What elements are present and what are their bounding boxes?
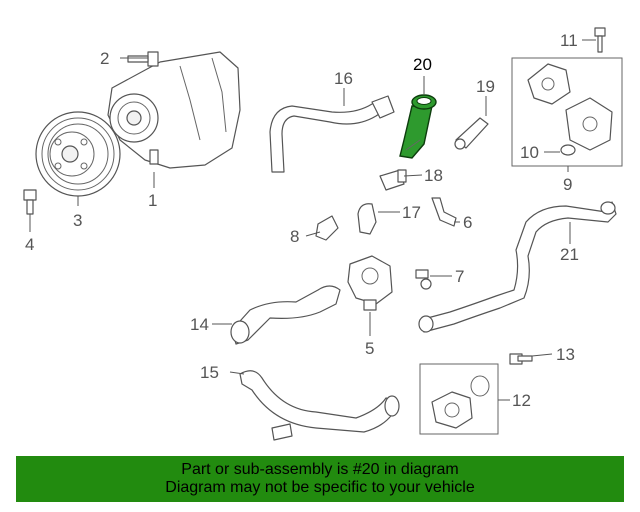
callout-5[interactable]: 5 xyxy=(365,339,374,358)
part-12-housing-box[interactable] xyxy=(419,363,499,435)
part-17-hose[interactable] xyxy=(357,203,377,235)
banner-line-1: Part or sub-assembly is #20 in diagram xyxy=(181,461,459,478)
part-5-thermostat[interactable] xyxy=(347,255,393,311)
callout-17[interactable]: 17 xyxy=(402,203,421,222)
part-7-bolt[interactable] xyxy=(415,269,432,290)
callout-3[interactable]: 3 xyxy=(73,211,82,230)
callout-14[interactable]: 14 xyxy=(190,315,209,334)
callout-21[interactable]: 21 xyxy=(560,245,579,264)
callout-18[interactable]: 18 xyxy=(424,166,443,185)
info-banner: Part or sub-assembly is #20 in diagram D… xyxy=(16,456,624,502)
callout-2[interactable]: 2 xyxy=(100,49,109,68)
part-8-sensor[interactable] xyxy=(315,215,339,241)
part-15-hose[interactable] xyxy=(239,370,400,441)
part-9-housing-box[interactable] xyxy=(511,57,623,167)
part-3-pulley[interactable] xyxy=(35,111,121,197)
part-19-connector[interactable] xyxy=(454,117,489,150)
callout-11[interactable]: 11 xyxy=(560,31,578,50)
callout-4[interactable]: 4 xyxy=(25,235,34,254)
callout-8[interactable]: 8 xyxy=(290,227,299,246)
callout-10[interactable]: 10 xyxy=(520,143,539,162)
callout-19[interactable]: 19 xyxy=(476,77,495,96)
part-21-hose[interactable] xyxy=(418,201,617,333)
callout-12[interactable]: 12 xyxy=(512,391,531,410)
callout-labels: 1 2 3 4 5 6 7 8 9 10 11 12 13 14 15 16 1… xyxy=(25,31,579,410)
callout-20-highlighted[interactable]: 20 xyxy=(413,55,432,74)
part-6-bracket[interactable] xyxy=(431,197,457,227)
part-14-hose[interactable] xyxy=(230,285,341,345)
part-2-bolt[interactable] xyxy=(127,51,159,67)
part-20-hose-highlighted[interactable] xyxy=(399,94,437,159)
callout-13[interactable]: 13 xyxy=(556,345,575,364)
part-11-bolt[interactable] xyxy=(594,27,606,53)
callout-9[interactable]: 9 xyxy=(563,175,572,194)
part-13-bolt[interactable] xyxy=(509,353,533,365)
callout-16[interactable]: 16 xyxy=(334,69,353,88)
callout-6[interactable]: 6 xyxy=(463,213,472,232)
callout-7[interactable]: 7 xyxy=(455,267,464,286)
callout-1[interactable]: 1 xyxy=(148,191,157,210)
part-18-connector[interactable] xyxy=(379,169,407,191)
callout-15[interactable]: 15 xyxy=(200,363,219,382)
banner-line-2: Diagram may not be specific to your vehi… xyxy=(165,479,475,496)
part-4-bolt[interactable] xyxy=(23,189,37,215)
part-1-water-pump[interactable] xyxy=(107,51,241,169)
leader-lines xyxy=(29,39,596,401)
parts-diagram: 1 2 3 4 5 6 7 8 9 10 11 12 13 14 15 16 1… xyxy=(23,27,623,441)
part-16-hose[interactable] xyxy=(269,95,395,173)
